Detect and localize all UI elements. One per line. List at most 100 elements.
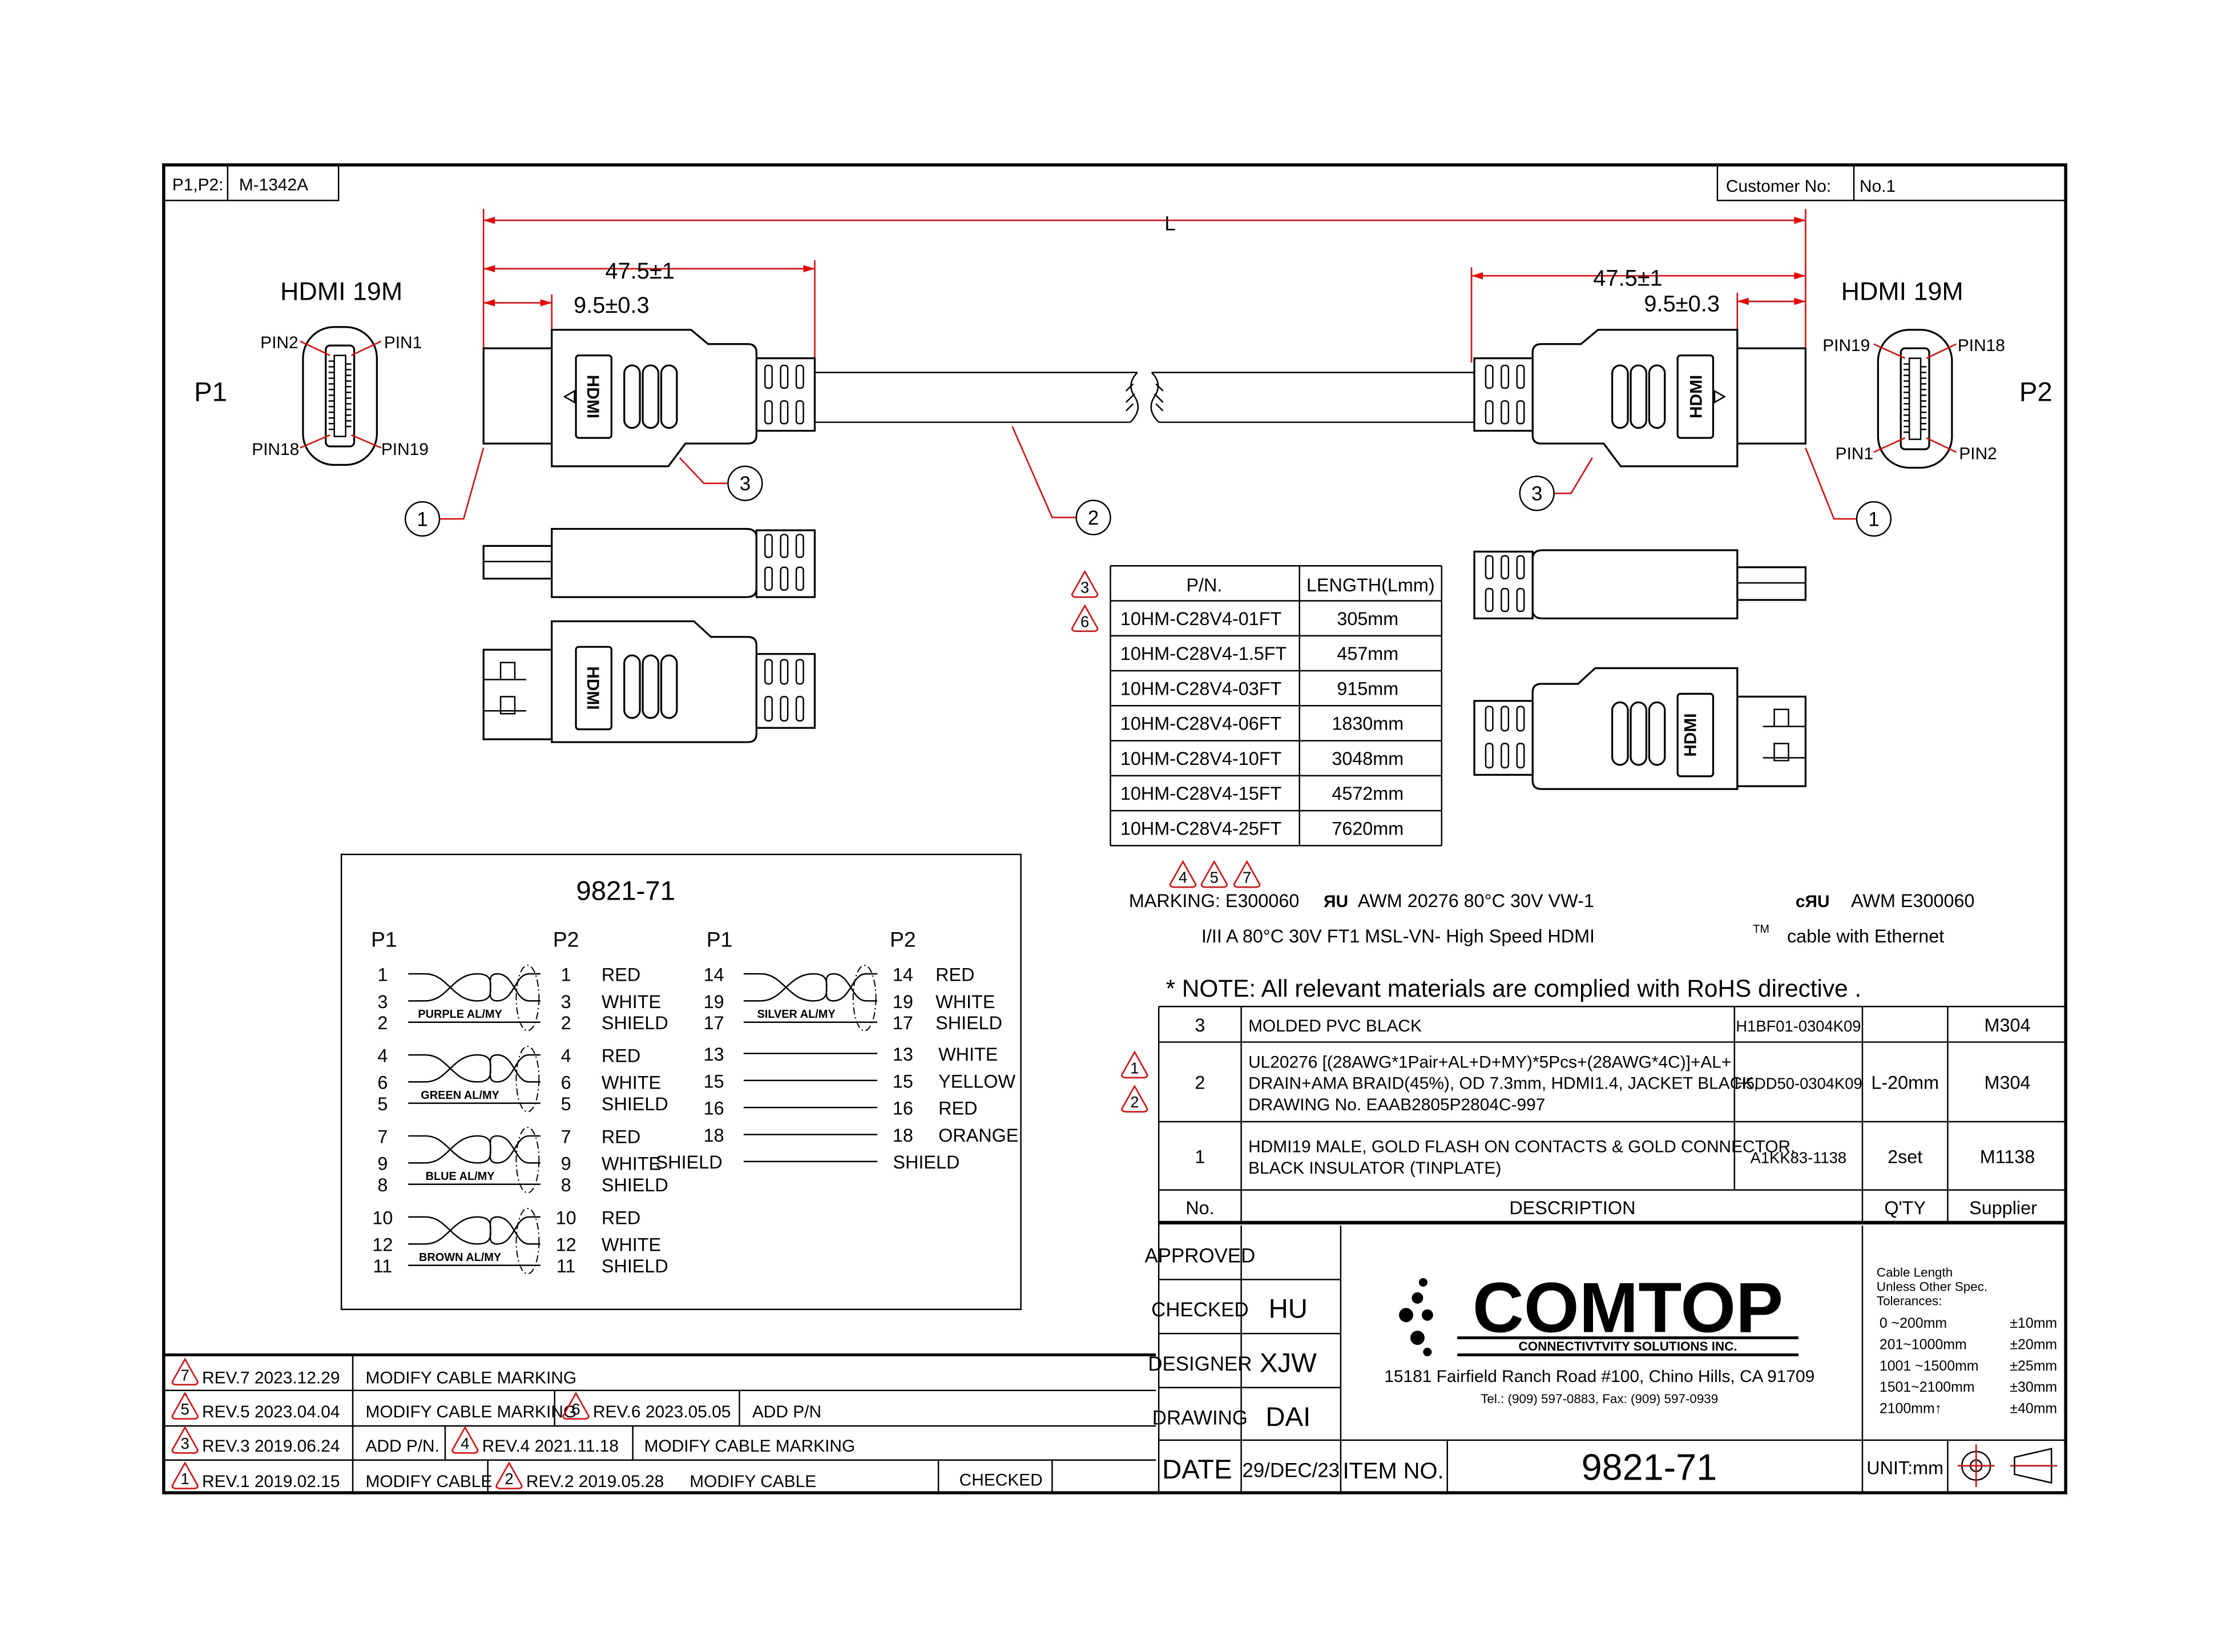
revision-description: MODIFY CABLE (689, 1472, 816, 1491)
customer-number: No.1 (1860, 177, 1896, 196)
shield-ellipse (852, 965, 877, 1032)
bom-part-number: H1BF01-0304K09 (1736, 1017, 1861, 1035)
revision-triangle-icon (171, 1461, 199, 1489)
p1-connector-type: HDMI 19M (280, 277, 402, 306)
revision-triangle-icon (1071, 604, 1099, 632)
p2-pin-number: 4 (561, 1045, 571, 1066)
role-label: DRAWING (1152, 1407, 1248, 1429)
twisted-pair-wire (408, 1135, 541, 1164)
revision-triangle-icon (1169, 860, 1197, 888)
dim-left-shell: 9.5±0.3 (574, 293, 650, 318)
wiring-header: P1 (371, 928, 397, 952)
date-label: DATE (1162, 1454, 1232, 1485)
pn-length-table (1110, 565, 1443, 847)
bom-description: MOLDED PVC BLACK (1248, 1017, 1422, 1035)
revision-triangle-icon (171, 1357, 199, 1386)
company-tagline: CONNECTIVTVITY SOLUTIONS INC. (1519, 1339, 1737, 1353)
comtop-logo-dots (1399, 1278, 1798, 1356)
balloon-number: 1 (1868, 508, 1879, 530)
projection-symbol (1957, 1444, 2058, 1488)
p2-pin-number: 3 (561, 992, 571, 1012)
wire-color: SHIELD (935, 1013, 1002, 1033)
p1-pin-number: 7 (377, 1126, 388, 1147)
item-no-value: 9821-71 (1582, 1446, 1717, 1488)
dimension-arrows (483, 216, 1806, 307)
revision-triangle-icon (562, 1392, 590, 1420)
revision-number-date: REV.6 2023.05.05 (593, 1403, 731, 1421)
p1-pin-number: 13 (704, 1044, 724, 1065)
balloon-number: 1 (417, 508, 428, 530)
p2-connector-bottom-view (1473, 667, 1806, 790)
role-value: DAI (1265, 1402, 1310, 1432)
p2-pin-number: 6 (561, 1073, 571, 1093)
twisted-pair-wire (408, 1216, 541, 1245)
revision-number-date: REV.4 2021.11.18 (482, 1437, 619, 1456)
p2-connector-side-view (1473, 549, 1806, 620)
bom-item-number: 1 (1195, 1146, 1205, 1167)
p1-pin-number: 10 (372, 1207, 393, 1228)
p2-label: P2 (2019, 377, 2052, 407)
bom-supplier: M1138 (1980, 1146, 2035, 1167)
wire-color: SHIELD (602, 1175, 668, 1195)
revision-triangle-icon (495, 1461, 523, 1489)
revision-number-date: REV.7 2023.12.29 (202, 1368, 340, 1387)
marking-line1: MARKING: E300060 (1129, 891, 1300, 911)
wire-color: SHIELD (602, 1256, 668, 1276)
p2-pin-number: 19 (893, 992, 913, 1012)
wire-color: SHIELD (602, 1094, 668, 1114)
rohs-note: * NOTE: All relevant materials are compl… (1166, 975, 1862, 1002)
bom-supplier: M304 (1985, 1073, 2031, 1093)
shield-ellipse (515, 965, 540, 1032)
p1-pin-number: 12 (372, 1235, 393, 1255)
revision-mark: 6 (571, 1400, 580, 1418)
revision-triangle-icon (1071, 570, 1099, 598)
marking-rev-mark: 5 (1210, 869, 1219, 887)
wiring-header: P2 (553, 928, 579, 952)
role-label: CHECKED (1151, 1299, 1248, 1321)
length-header: LENGTH(Lmm) (1306, 575, 1435, 595)
p1-pin-number: 1 (377, 964, 388, 985)
role-label: APPROVED (1145, 1245, 1256, 1267)
revision-description: MODIFY CABLE MARKING (644, 1437, 856, 1456)
marking-line2: I/II A 80°C 30V FT1 MSL-VN- High Speed H… (1201, 926, 1595, 946)
balloon-number: 3 (1531, 483, 1542, 505)
tolerance-value: ±20mm (2010, 1337, 2057, 1353)
bom-supplier: M304 (1985, 1015, 2031, 1035)
hdmi-logo-text: HDMI (583, 666, 602, 710)
unit-label: UNIT:mm (1866, 1458, 1943, 1478)
wire-color: WHITE (935, 992, 995, 1012)
bom-part-number: A1KK83-1138 (1751, 1149, 1846, 1166)
p2-connector-type: HDMI 19M (1841, 277, 1963, 306)
p1-pin-number: 2 (377, 1013, 388, 1033)
pn-rev-mark: 3 (1080, 579, 1089, 597)
p2-pin-number: SHIELD (893, 1152, 959, 1172)
p-part-number: M-1342A (239, 176, 308, 195)
role-value: HU (1269, 1294, 1308, 1324)
p1-pin-number: 4 (377, 1045, 388, 1066)
pair-label: SILVER AL/MY (757, 1008, 836, 1021)
part-number-cell: 10HM-C28V4-01FT (1120, 609, 1282, 629)
part-number-cell: 10HM-C28V4-03FT (1120, 678, 1282, 699)
length-cell: 305mm (1337, 609, 1398, 629)
tolerance-value: ±25mm (2010, 1358, 2057, 1374)
p1-connector-top-view (482, 329, 1139, 468)
pin-leaders (300, 340, 1957, 453)
revision-mark: 5 (181, 1400, 189, 1418)
bom-item-number: 3 (1195, 1015, 1205, 1035)
pair-label: BLUE AL/MY (426, 1170, 495, 1183)
wire-color: RED (602, 1126, 640, 1147)
part-number-cell: 10HM-C28V4-06FT (1120, 714, 1282, 734)
header-right-box (1716, 164, 2066, 202)
length-cell: 7620mm (1332, 818, 1404, 839)
shield-ellipse (515, 1207, 540, 1275)
revision-block (163, 1353, 1156, 1493)
marking-rev-mark: 7 (1243, 869, 1251, 887)
p2-pin-number: 2 (561, 1013, 571, 1033)
bom-header-qty: Q'TY (1884, 1198, 1926, 1218)
p2-pin-number: 18 (893, 1125, 913, 1146)
revision-number-date: REV.1 2019.02.15 (202, 1472, 340, 1491)
balloon-number: 3 (740, 473, 751, 495)
balloon-number: 2 (1088, 507, 1099, 529)
bom-header-no: No. (1185, 1198, 1214, 1218)
wiring-diagram-box (340, 853, 1022, 1311)
